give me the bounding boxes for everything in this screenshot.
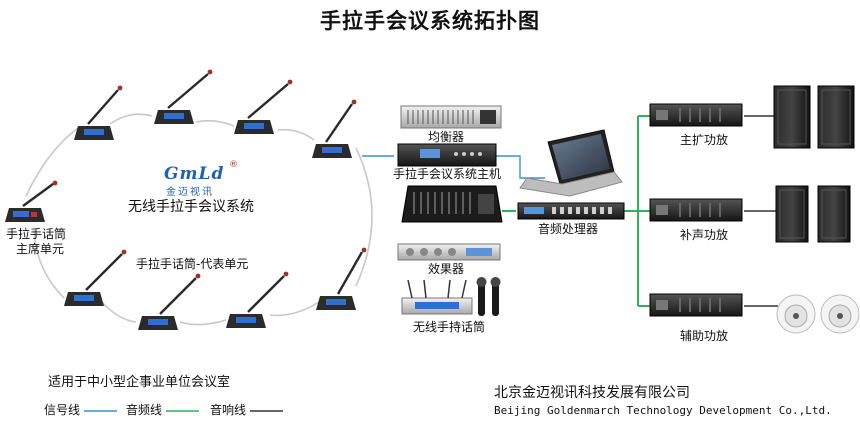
delegate-unit xyxy=(316,247,367,310)
fill-amp-label: 补声功放 xyxy=(680,228,729,242)
company-name-en: Beijing Goldenmarch Technology Developme… xyxy=(494,404,832,417)
processor-label: 音频处理器 xyxy=(538,222,599,236)
fill-speaker-pair xyxy=(775,185,851,243)
system-label: 无线手拉手会议系统 xyxy=(128,199,254,215)
aux-amplifier xyxy=(649,293,743,317)
wireless-mic-label: 无线手持话筒 xyxy=(413,320,486,334)
delegate-unit xyxy=(138,273,201,330)
chairman-unit xyxy=(5,180,58,222)
page-title: 手拉手会议系统拓扑图 xyxy=(320,9,540,33)
delegate-unit xyxy=(64,249,127,306)
aux-amp-label: 辅助功放 xyxy=(680,329,729,343)
wireless-mic-device xyxy=(401,277,501,316)
main-amplifier xyxy=(649,103,743,127)
equalizer-label: 均衡器 xyxy=(428,130,465,144)
ceiling-speaker-pair xyxy=(776,294,860,334)
audio-lines xyxy=(502,115,650,307)
legend-audio-label: 音频线 xyxy=(126,403,163,417)
main-speaker-pair xyxy=(773,85,855,149)
legend-speaker-label: 音响线 xyxy=(210,403,247,417)
delegate-label: 手拉手话筒-代表单元 xyxy=(136,257,249,271)
daisy-chain-cable xyxy=(25,113,373,326)
chairman-label-line1: 手拉手话筒 xyxy=(6,227,67,241)
effects-label: 效果器 xyxy=(428,262,465,276)
chairman-label-line2: 主席单元 xyxy=(16,242,65,256)
equalizer-device xyxy=(400,105,502,129)
delegate-unit xyxy=(234,79,293,134)
fill-amplifier xyxy=(649,198,743,222)
speaker-lines xyxy=(744,115,778,307)
brand-logo-cn: 金迈视讯 xyxy=(166,187,214,198)
signal-lines xyxy=(362,155,545,179)
delegate-unit xyxy=(154,69,213,124)
scope-note: 适用于中小型企事业单位会议室 xyxy=(48,375,231,390)
delegate-unit xyxy=(226,271,289,328)
registered-mark: ® xyxy=(229,160,238,170)
brand-logo: GmLd xyxy=(164,164,225,184)
main-amp-label: 主扩功放 xyxy=(680,133,729,147)
laptop xyxy=(519,129,623,197)
legend-signal-label: 信号线 xyxy=(44,403,81,417)
delegate-unit xyxy=(74,85,123,140)
delegate-unit xyxy=(312,99,357,158)
conference-host-device xyxy=(397,143,497,167)
company-name: 北京金迈视讯科技发展有限公司 xyxy=(494,385,690,401)
audio-processor-device xyxy=(517,202,625,220)
mixer-device xyxy=(401,185,503,223)
effects-device xyxy=(397,243,501,261)
host-label: 手拉手会议系统主机 xyxy=(393,167,502,181)
